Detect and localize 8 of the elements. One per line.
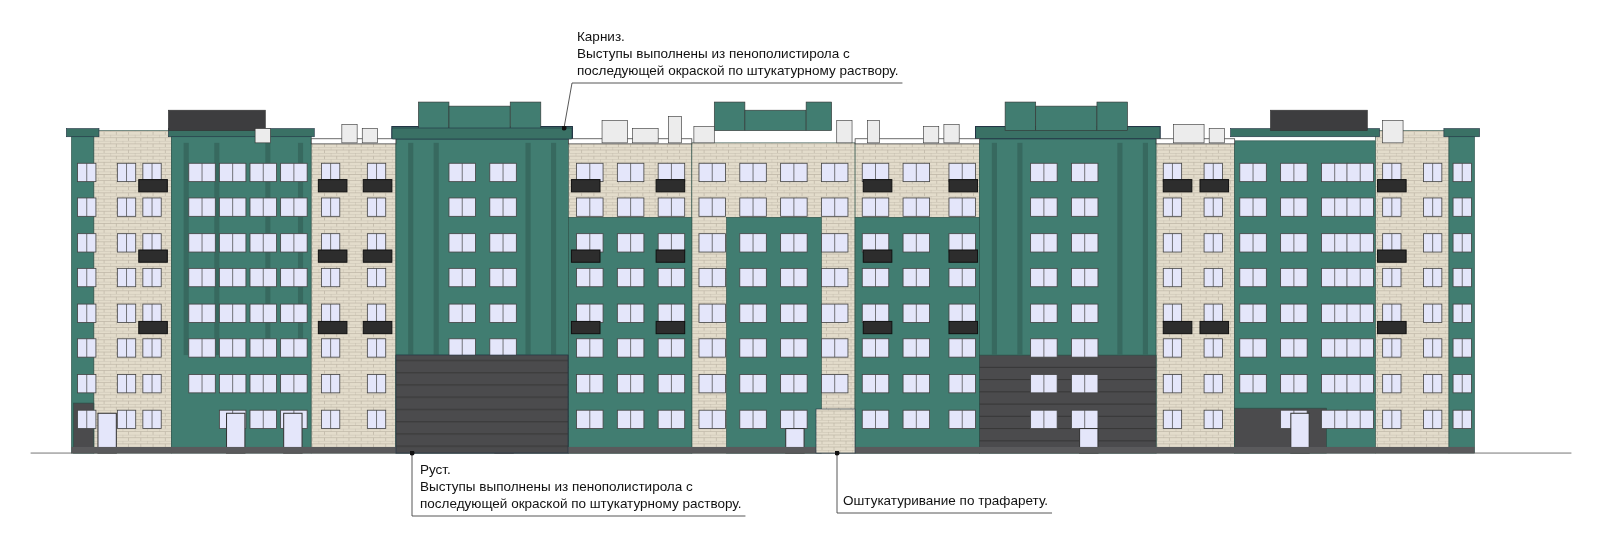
- callout-text: Выступы выполнены из пенополистирола с последующей окраской по штукатурному раствору.: [577, 45, 899, 79]
- cornice: [391, 127, 573, 140]
- callout-title: Карниз.: [577, 28, 626, 45]
- callout-text: Выступы выполнены из пенополистирола с последующей окраской по штукатурному раствору.: [420, 478, 742, 512]
- callout-title: Оштукатуривание по трафарету.: [843, 492, 1049, 509]
- rustication-band: [395, 354, 569, 454]
- stucco-panel: [815, 408, 856, 454]
- callout-title: Руст.: [420, 461, 452, 478]
